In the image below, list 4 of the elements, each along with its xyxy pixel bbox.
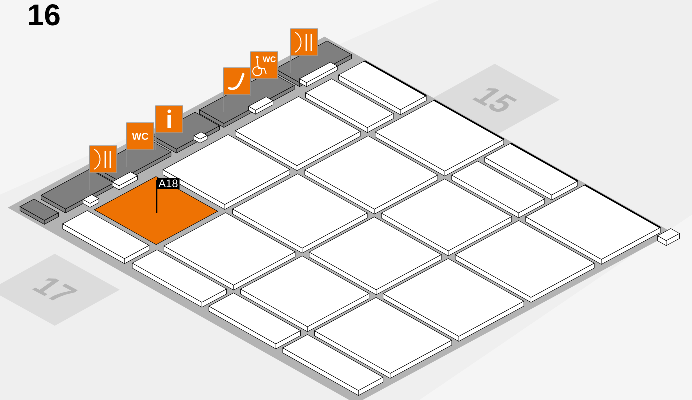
accessible-wc-sign: WC: [250, 52, 278, 96]
booth-flag: A18: [156, 178, 180, 213]
wc-sign: WC: [126, 122, 154, 168]
hall-title: 16: [29, 4, 60, 26]
